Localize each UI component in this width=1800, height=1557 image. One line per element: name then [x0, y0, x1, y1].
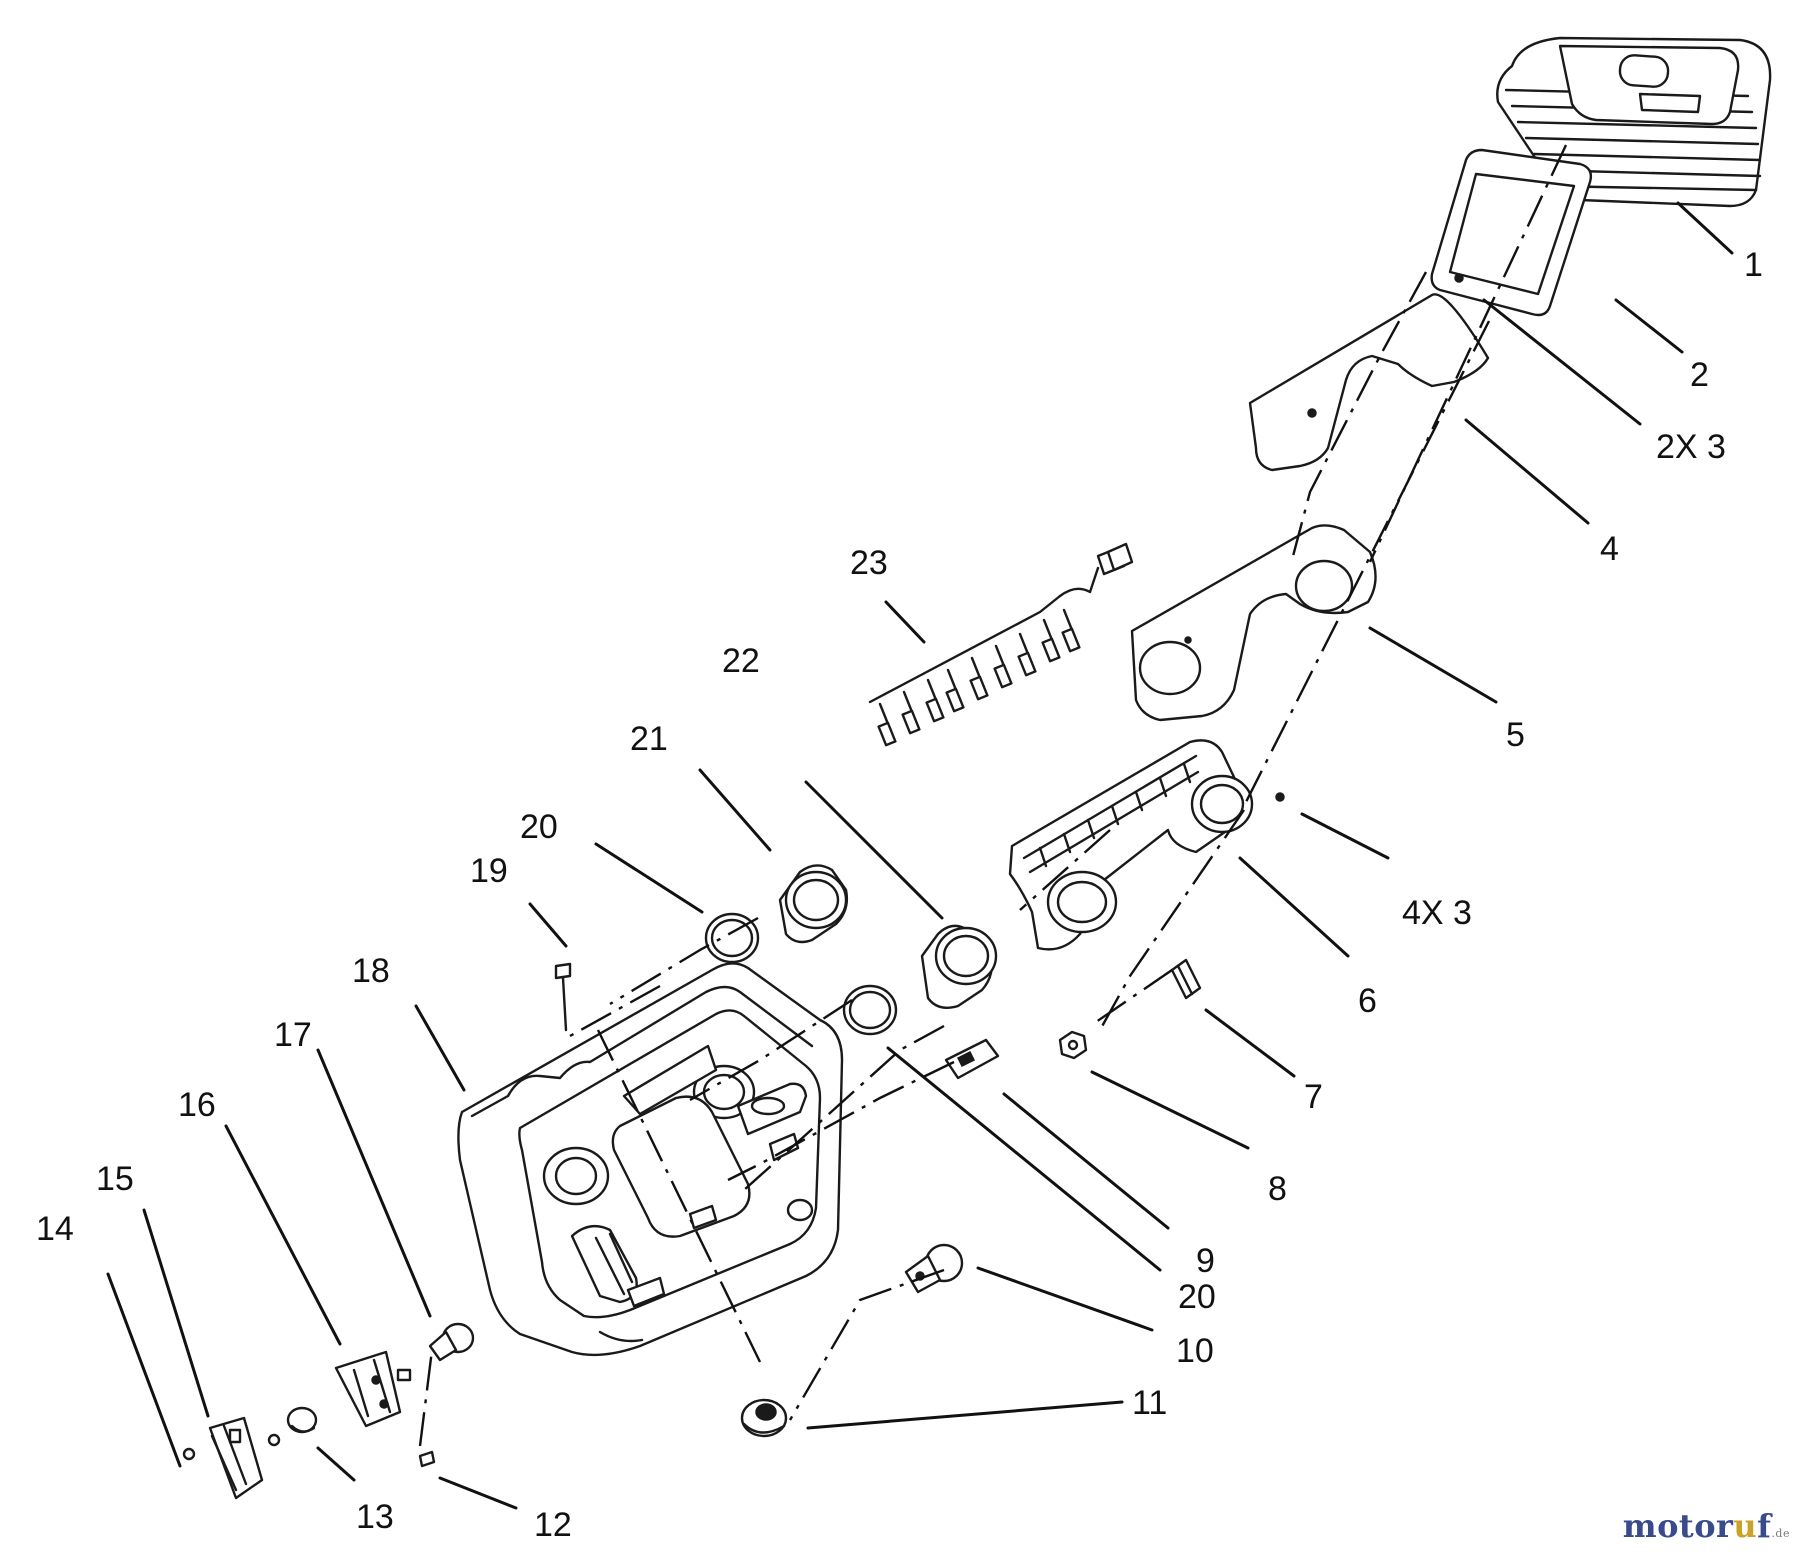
- callout-18: 18: [352, 952, 390, 990]
- part-4-upper-plate: [1248, 293, 1490, 472]
- part-14-screw: [182, 1447, 196, 1461]
- callout-11: 11: [1132, 1384, 1167, 1422]
- assembly-centerlines: [418, 144, 1568, 1447]
- watermark-part-b: u: [1733, 1507, 1758, 1545]
- part-7-plug: [1170, 958, 1202, 1000]
- callout-16: 16: [178, 1086, 216, 1124]
- part-5-lower-plate: [1130, 524, 1377, 722]
- callout-15: 15: [96, 1160, 134, 1198]
- callout-20-lower: 20: [1178, 1278, 1216, 1316]
- part-23-wire-harness: [868, 542, 1134, 747]
- callout-9: 9: [1196, 1242, 1215, 1280]
- part-4x3-screw: [1275, 792, 1285, 802]
- callout-4x3: 4X 3: [1402, 894, 1472, 932]
- part-22-gauge: [920, 924, 998, 1009]
- part-11-knob: [740, 1398, 788, 1438]
- part-9-switch: [944, 1038, 1000, 1080]
- part-18-console-housing: [457, 962, 844, 1357]
- callout-7: 7: [1304, 1078, 1323, 1116]
- callout-1: 1: [1744, 246, 1763, 284]
- callout-14: 14: [36, 1210, 74, 1248]
- callout-2x3: 2X 3: [1656, 428, 1726, 466]
- part-17-bulb: [428, 1322, 475, 1362]
- part-16-mount-plate: [334, 1350, 412, 1428]
- site-watermark: motoruf.de: [1623, 1507, 1790, 1545]
- callout-5: 5: [1506, 716, 1525, 754]
- leader-lines: [106, 201, 1734, 1510]
- callout-labels: 1 2 2X 3 4 5 4X 3 6 7 8 9 20 10 11 12 13…: [36, 246, 1763, 1544]
- watermark-suffix: .de: [1771, 1527, 1790, 1540]
- part-12-screw: [418, 1450, 436, 1468]
- callout-10: 10: [1176, 1332, 1214, 1370]
- watermark-part-c: f: [1757, 1507, 1772, 1545]
- callout-13: 13: [356, 1498, 394, 1536]
- part-10-lamp: [904, 1243, 964, 1294]
- part-6-gauge-bezel: [1008, 739, 1254, 951]
- callout-8: 8: [1268, 1170, 1287, 1208]
- callout-17: 17: [274, 1016, 312, 1054]
- callout-21: 21: [630, 720, 668, 758]
- part-13-cap: [286, 1406, 318, 1434]
- callout-6: 6: [1358, 982, 1377, 1020]
- callout-4: 4: [1600, 530, 1619, 568]
- part-2-gasket-frame: [1430, 148, 1593, 317]
- callout-23: 23: [850, 544, 888, 582]
- part-19-screw: [554, 962, 572, 1032]
- callout-12: 12: [534, 1506, 572, 1544]
- callout-2: 2: [1690, 356, 1709, 394]
- callout-22: 22: [722, 642, 760, 680]
- callout-20-upper: 20: [520, 808, 558, 846]
- part-8-nut: [1058, 1030, 1088, 1060]
- watermark-part-a: motor: [1622, 1507, 1734, 1545]
- part-20-ring-lower: [842, 984, 898, 1036]
- part-15-bracket: [208, 1416, 281, 1500]
- callout-19: 19: [470, 852, 508, 890]
- part-21-gauge: [778, 864, 849, 944]
